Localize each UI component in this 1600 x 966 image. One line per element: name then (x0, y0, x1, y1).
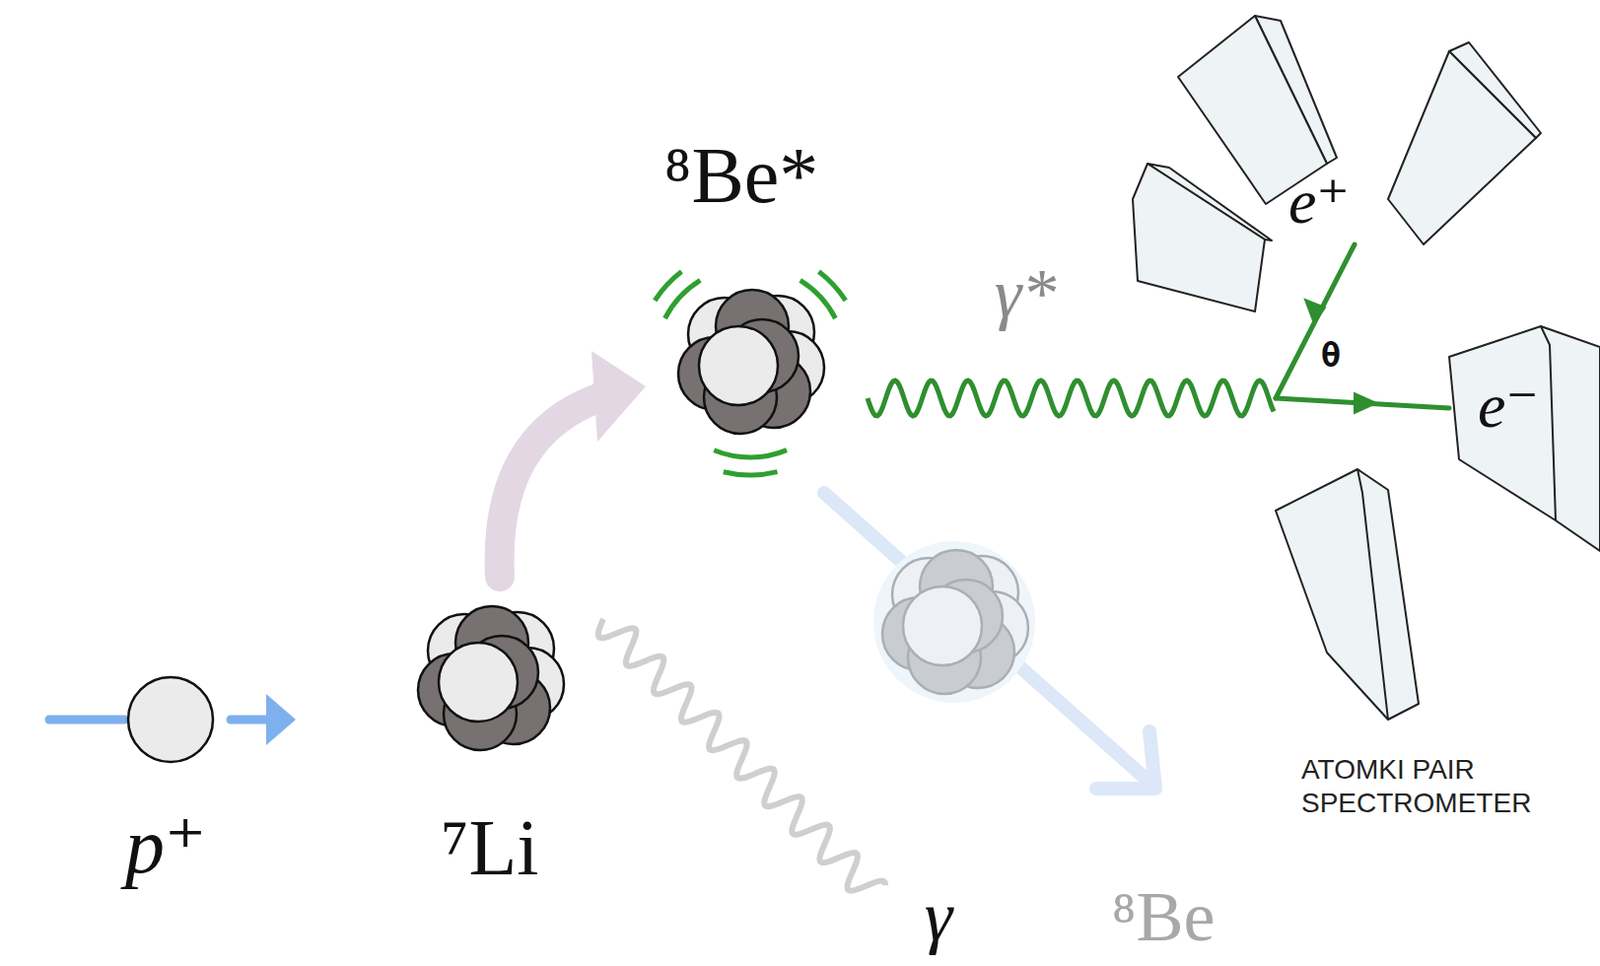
photon-label: γ (924, 881, 953, 953)
excitation-arcs (652, 269, 848, 478)
particle-label: e⁻ (1477, 374, 1539, 438)
detector-edge (1357, 469, 1389, 720)
nucleon (438, 642, 518, 722)
instrument-label: ATOMKI PAIR SPECTROMETER (1301, 753, 1588, 820)
nucleon (698, 326, 778, 406)
track-arrow (1354, 393, 1377, 414)
particle-label: ⁸Be (1111, 881, 1215, 953)
gamma-photon (598, 619, 886, 892)
detectors (1132, 15, 1600, 720)
detector (1132, 163, 1265, 312)
nucleus (882, 550, 1029, 695)
beam-arrowhead (266, 694, 296, 746)
particle-label: ⁷Li (441, 808, 540, 888)
particle-label: ⁸Be* (664, 136, 820, 215)
photon-waves (598, 380, 1274, 892)
proton (128, 677, 213, 763)
nucleus (417, 606, 564, 751)
capture-arrow (499, 396, 604, 577)
nucleon (903, 586, 982, 666)
particle-label: p⁺ (125, 806, 207, 886)
pair-lines (1275, 244, 1450, 414)
beam-line (49, 715, 125, 725)
ghost-glow (873, 541, 1036, 703)
positron-track (1275, 244, 1355, 399)
nucleus (678, 289, 825, 434)
track-arrow (1305, 299, 1325, 324)
photon-label: γ* (994, 259, 1057, 329)
excitation-arc (722, 469, 778, 478)
nuclei (417, 289, 1029, 751)
excitation-arc (652, 269, 684, 302)
decay-arrowhead (1096, 731, 1156, 789)
excitation-arc (712, 447, 788, 460)
virtual-photon (867, 380, 1274, 417)
detector (1388, 51, 1536, 245)
particle-label: e⁺ (1288, 170, 1350, 234)
excitation-arc (817, 269, 848, 302)
angle-label: θ (1321, 338, 1341, 372)
decay-arrow (824, 492, 1144, 777)
detector (1275, 469, 1419, 720)
detector-edge (1540, 326, 1556, 521)
detector (1449, 326, 1600, 552)
capture-arrowhead (591, 350, 646, 442)
